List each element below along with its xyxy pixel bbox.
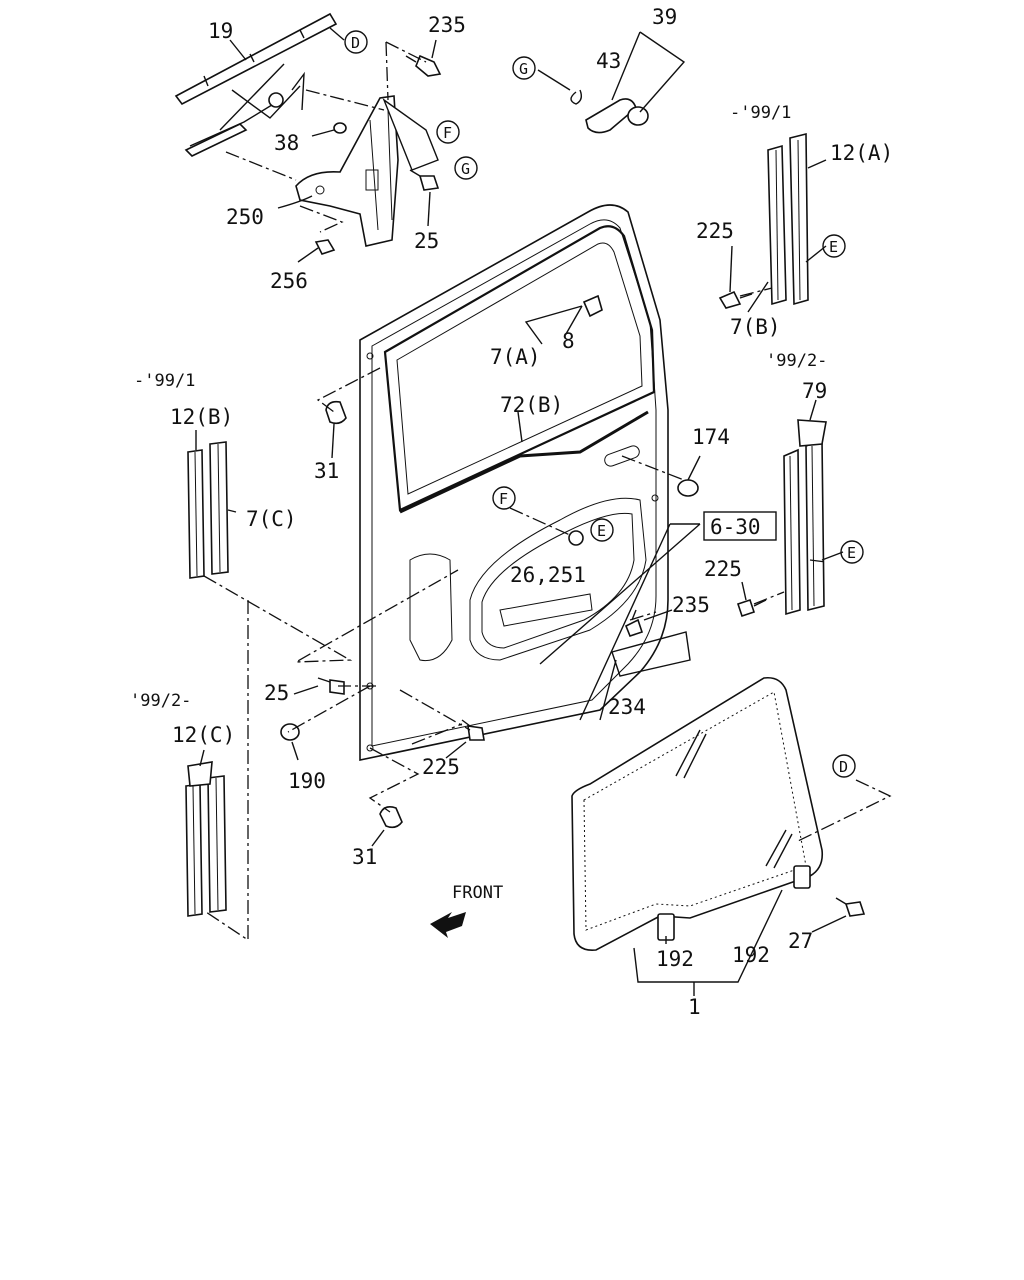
label-7a: 7(A) [490,345,541,369]
label-6-30: 6-30 [710,515,761,539]
label-25-mid: 25 [264,681,289,705]
front-arrow-icon [430,912,466,938]
callout-d-glass: D [832,754,856,778]
label-190: 190 [288,769,326,793]
label-25-top: 25 [414,229,439,253]
label-31-bottom: 31 [352,845,377,869]
label-27: 27 [788,929,813,953]
reference-box-6-30 [703,511,777,541]
svg-text:G: G [519,60,528,78]
label-12c: 12(C) [172,723,235,747]
note-until-99-1-left: -'99/1 [134,371,195,391]
window-regulator [174,12,338,157]
label-1: 1 [688,995,701,1019]
callout-e-right: E [840,540,864,564]
label-225-bottom: 225 [422,755,460,779]
svg-text:E: E [597,522,606,540]
label-79: 79 [802,379,827,403]
label-192-right: 192 [732,943,770,967]
label-235-mid: 235 [672,593,710,617]
run-channels [185,132,827,917]
svg-text:D: D [839,758,848,776]
label-225-topright: 225 [696,219,734,243]
fasteners [280,54,866,917]
label-19: 19 [208,19,233,43]
part-labels: 19 235 39 43 38 250 25 256 -'99/1 12(A) … [130,5,893,1019]
callout-g-top: G [454,156,478,180]
regulator-handle [570,89,649,134]
label-8: 8 [562,329,575,353]
callout-f-top: F [436,120,460,144]
door-panel [359,204,691,761]
door-glass [571,676,824,951]
label-234: 234 [608,695,646,719]
label-43: 43 [596,49,621,73]
callout-d-top: D [344,30,368,54]
label-12a: 12(A) [830,141,893,165]
callout-e-topright: E [822,234,846,258]
callout-f-mid: F [492,486,516,510]
label-7b: 7(B) [730,315,781,339]
svg-text:G: G [461,160,470,178]
label-192-left: 192 [656,947,694,971]
label-12b: 12(B) [170,405,233,429]
note-from-99-2-left: '99/2- [130,691,191,711]
label-72b: 72(B) [500,393,563,417]
note-from-99-2-right: '99/2- [766,351,827,371]
label-7c: 7(C) [246,507,297,531]
label-31-top: 31 [314,459,339,483]
label-256: 256 [270,269,308,293]
label-174: 174 [692,425,730,449]
label-39: 39 [652,5,677,29]
callout-g-left: G [512,56,536,80]
note-until-99-1-right: -'99/1 [730,103,791,123]
regulator-bracket [295,95,439,247]
svg-text:F: F [443,124,452,142]
svg-text:D: D [351,34,360,52]
label-235-top: 235 [428,13,466,37]
label-26-251: 26,251 [510,563,586,587]
callout-e-mid: E [590,518,614,542]
svg-text:F: F [499,490,508,508]
label-250: 250 [226,205,264,229]
svg-text:E: E [847,544,856,562]
label-38: 38 [274,131,299,155]
leader-lines [195,27,892,996]
front-label: FRONT [452,883,503,903]
label-225-right: 225 [704,557,742,581]
svg-text:E: E [829,238,838,256]
